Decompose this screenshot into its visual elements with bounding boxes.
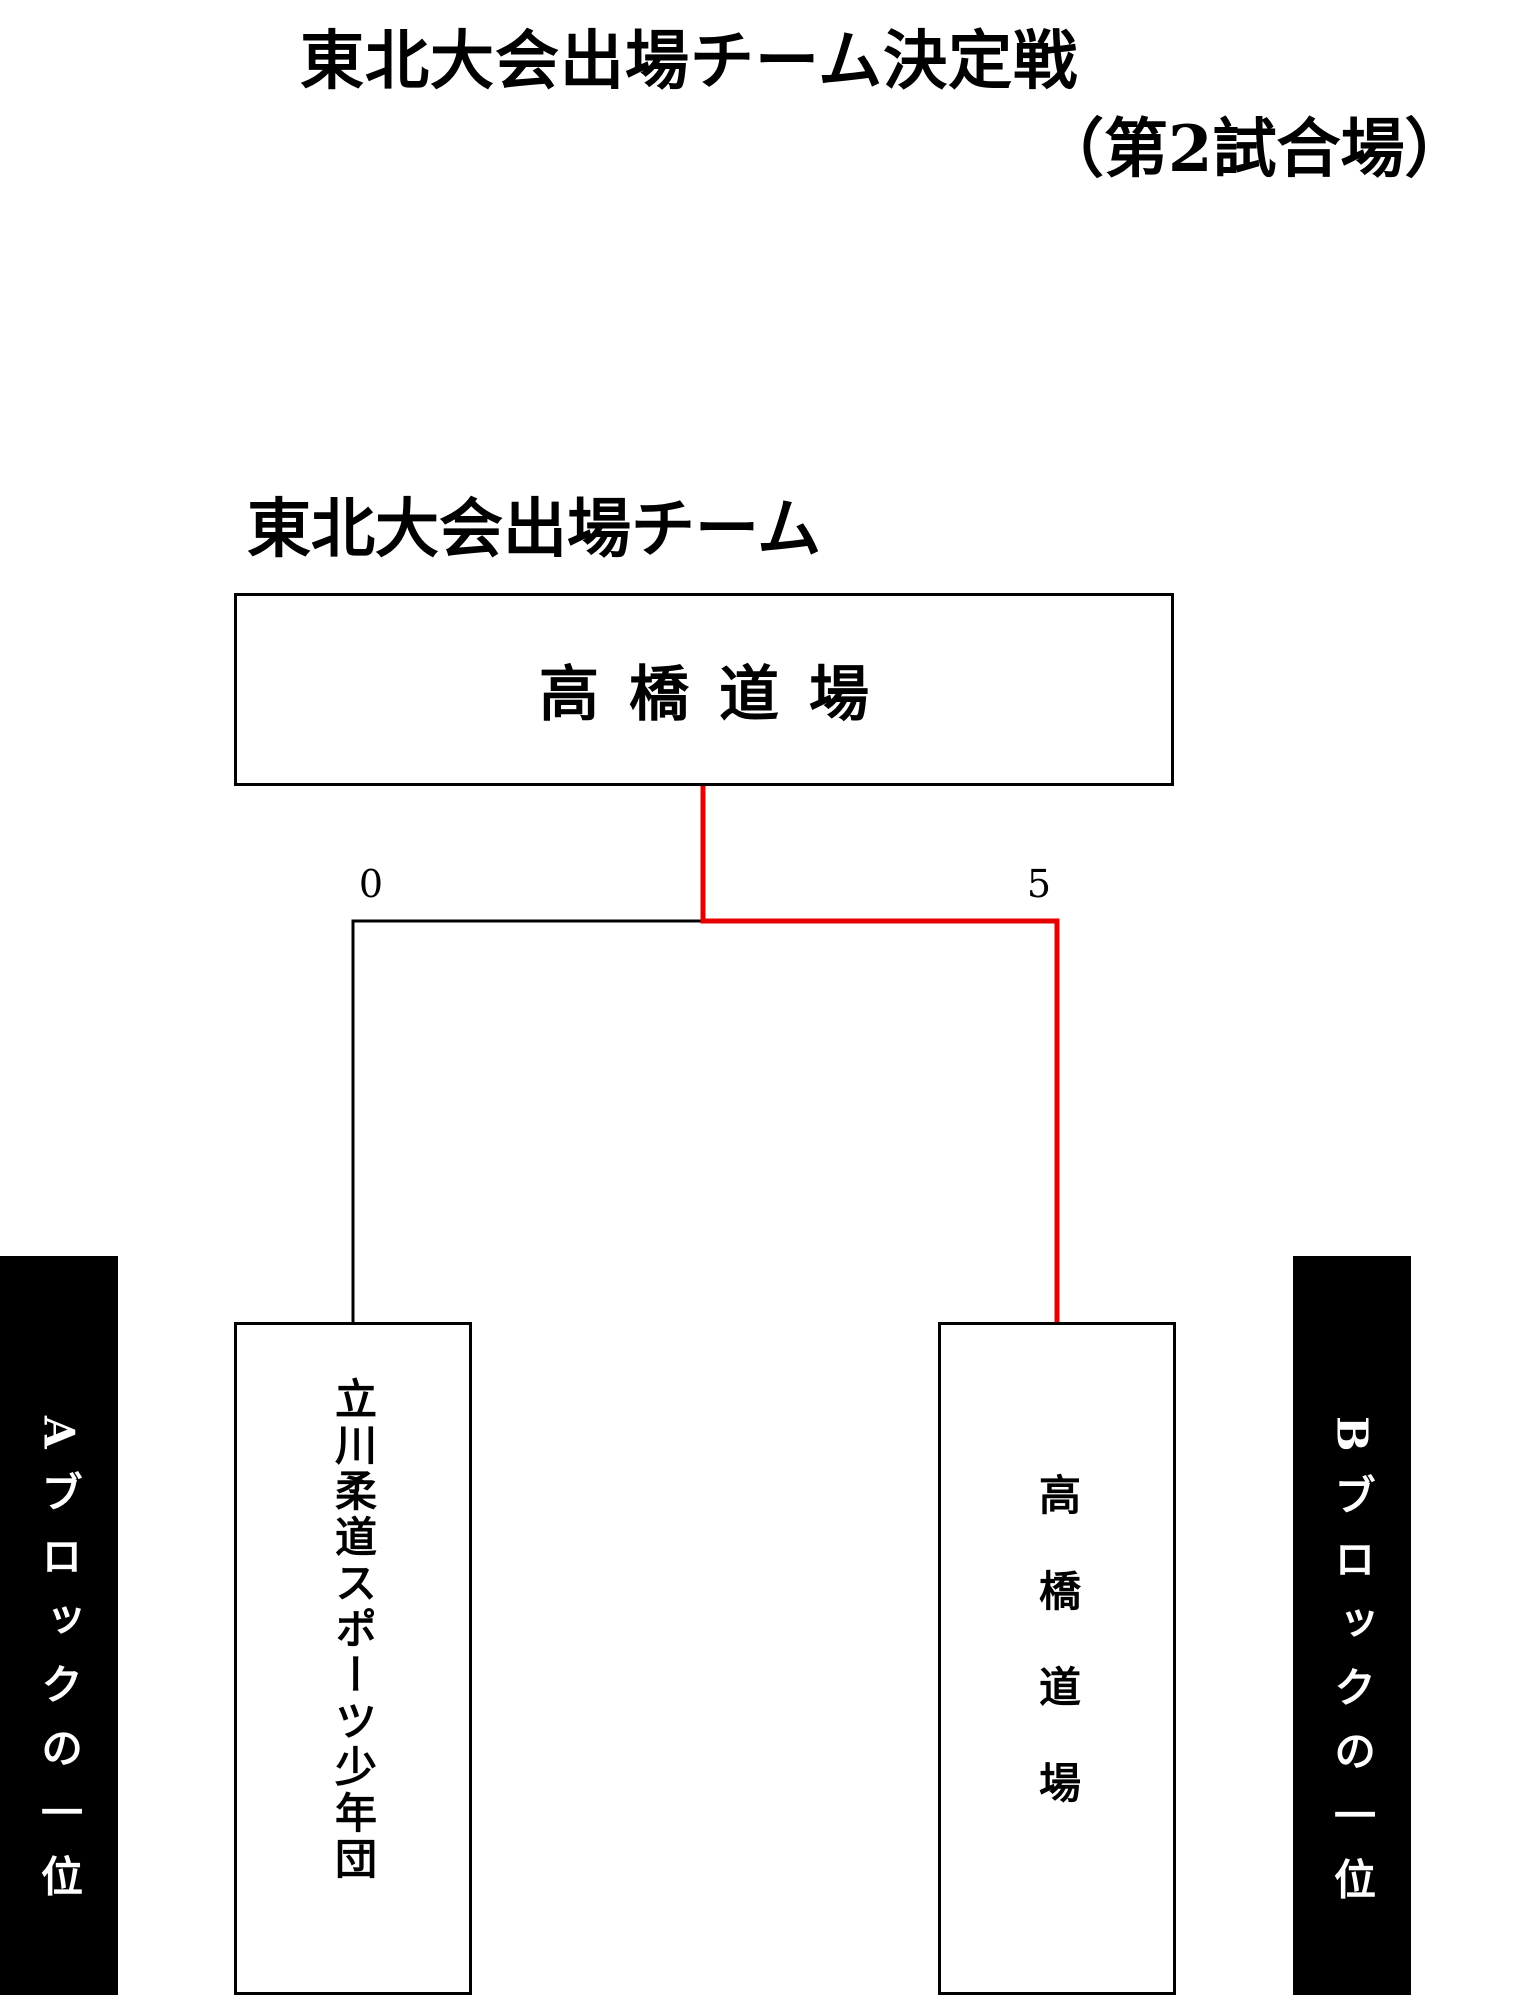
score-left: 0 [358,862,384,906]
block-label-right-text: Bブロックの一位 [1327,1416,1377,1922]
winner-heading: 東北大会出場チーム [247,492,822,567]
block-label-left: Aブロックの一位 [0,1256,118,1995]
winner-name: 高橋道場 [539,660,899,730]
bracket-line-loser [351,919,703,1322]
team-box-left: 立川柔道スポーツ少年団 [234,1322,472,1995]
score-right: 5 [1026,862,1052,906]
winner-box: 高橋道場 [234,593,1174,786]
block-label-left-text: Aブロックの一位 [34,1416,84,1919]
team-name-right: 高橋道場 [1032,1473,1082,1857]
page-title: 東北大会出場チーム決定戦 [300,24,1079,99]
team-box-right: 高橋道場 [938,1322,1176,1995]
bracket-line-winner [700,786,1060,1322]
page-subtitle: （第2試合場） [1040,112,1469,187]
block-label-right: Bブロックの一位 [1293,1256,1411,1995]
team-name-left: 立川柔道スポーツ少年団 [328,1377,378,1883]
